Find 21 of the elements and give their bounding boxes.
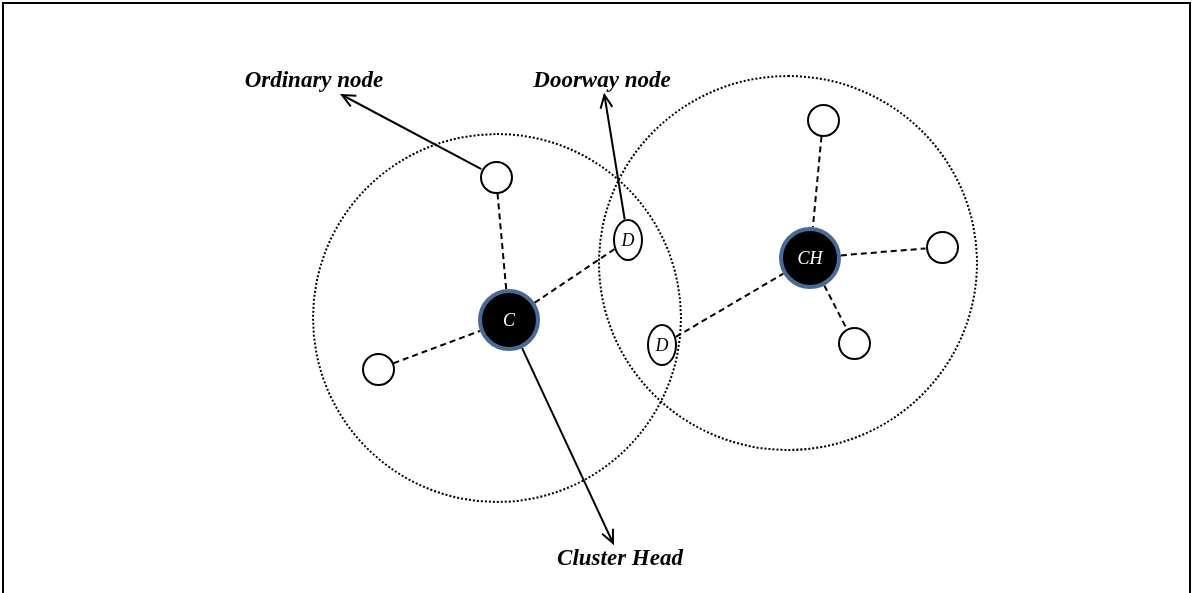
- connector-line: [839, 247, 927, 257]
- connector-line: [533, 248, 616, 304]
- connector-line: [496, 192, 508, 291]
- node-circle: [806, 103, 840, 137]
- arrow: [521, 347, 614, 544]
- callout-label: Doorway node: [533, 67, 671, 93]
- node-circle: [479, 160, 513, 194]
- callout-label: Cluster Head: [557, 545, 683, 571]
- connector-line: [392, 329, 481, 365]
- connector-line: [811, 135, 823, 229]
- node-circle: [361, 352, 395, 386]
- cluster-head-circle: CH: [779, 227, 841, 289]
- arrow: [599, 94, 626, 221]
- doorway-node-ellipse: D: [647, 324, 677, 366]
- cluster-head-circle: C: [478, 289, 540, 351]
- node-circle: [837, 326, 871, 360]
- doorway-node-ellipse: D: [613, 219, 643, 261]
- arrow: [341, 94, 483, 171]
- node-circle: [925, 230, 959, 264]
- callout-label: Ordinary node: [244, 67, 384, 93]
- connector-line: [823, 284, 848, 330]
